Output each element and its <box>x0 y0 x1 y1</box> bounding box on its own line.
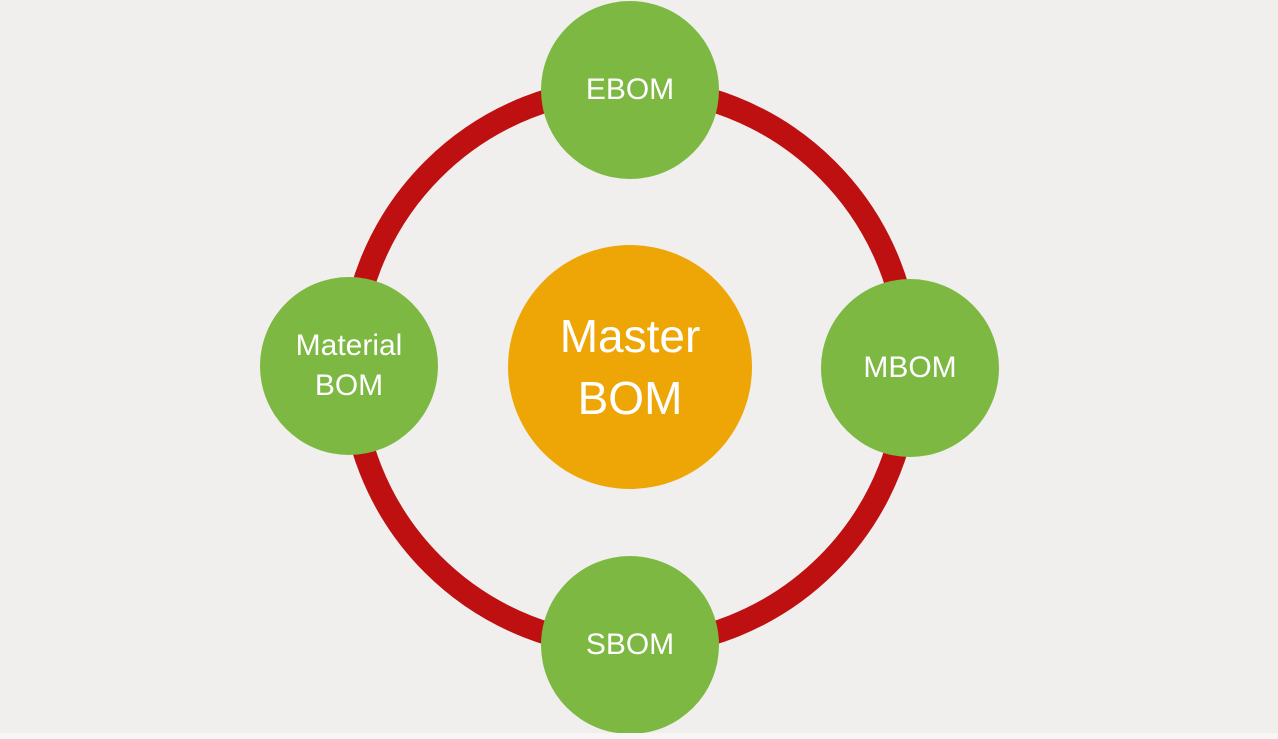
node-master-bom-label-line1: Master <box>559 310 701 362</box>
node-master-bom-label-line2: BOM <box>577 372 683 424</box>
node-ebom: EBOM <box>541 1 719 179</box>
node-sbom: SBOM <box>541 556 719 734</box>
node-sbom-label: SBOM <box>585 628 675 661</box>
node-mbom: MBOM <box>821 279 999 457</box>
bottom-edge-strip <box>0 733 1278 739</box>
node-ebom-label: EBOM <box>585 73 675 106</box>
node-mbom-label: MBOM <box>863 351 957 384</box>
node-material-bom-label-line1: Material <box>295 329 403 362</box>
node-material-bom-label-line2: BOM <box>314 369 384 402</box>
node-master-bom: Master BOM <box>508 245 752 489</box>
node-material-bom: Material BOM <box>260 277 438 455</box>
